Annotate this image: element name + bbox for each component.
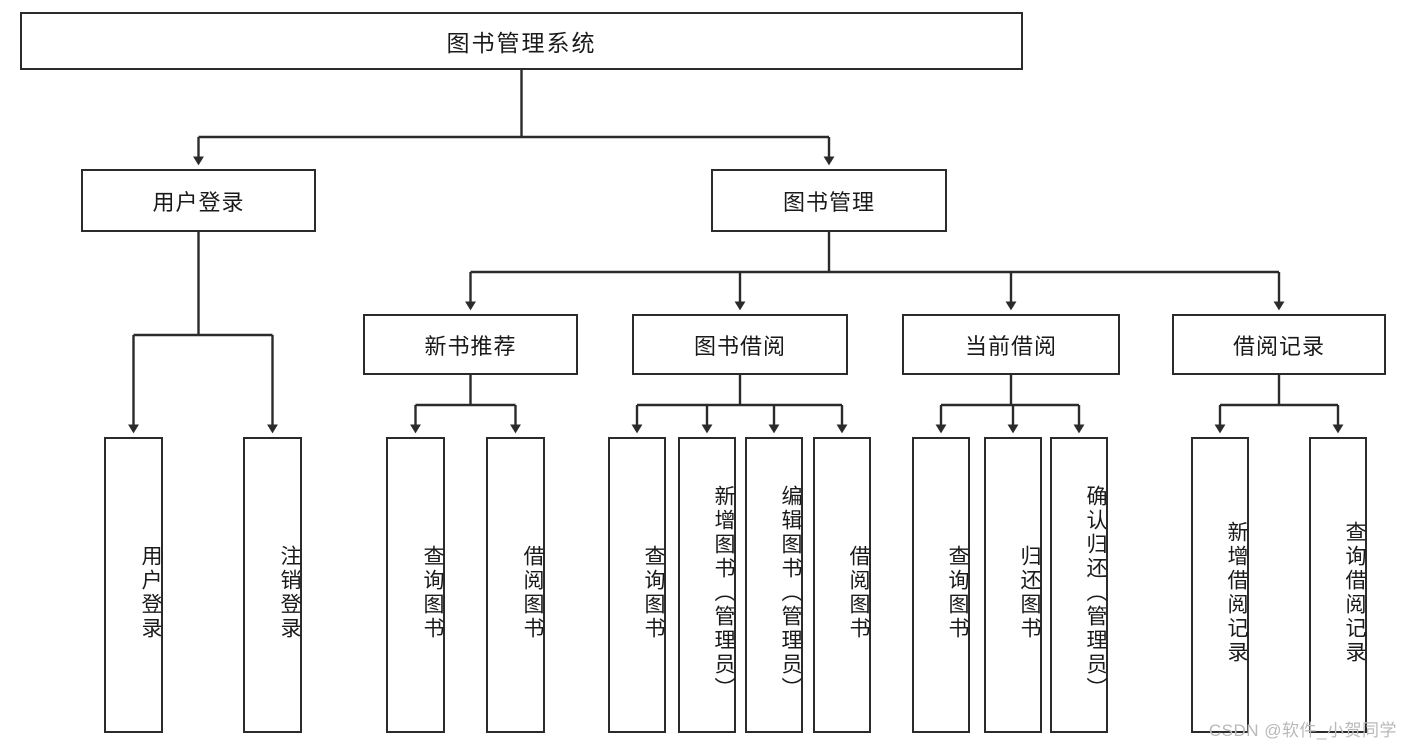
node-book-borrow[interactable]: 图书借阅 — [632, 314, 848, 375]
node-leaf-confirm-return-label: 确认归还（管理员） — [1084, 485, 1107, 701]
node-leaf-query-record[interactable]: 查询借阅记录 — [1309, 437, 1367, 733]
node-user-login-label: 用户登录 — [152, 189, 245, 215]
node-leaf-query-record-label: 查询借阅记录 — [1343, 521, 1366, 665]
node-root[interactable]: 图书管理系统 — [20, 12, 1023, 70]
node-leaf-borrow-book-1[interactable]: 借阅图书 — [486, 437, 545, 733]
node-leaf-query-book-2[interactable]: 查询图书 — [608, 437, 666, 733]
node-leaf-return-book-label: 归还图书 — [1018, 545, 1041, 641]
node-leaf-user-logout-label: 注销登录 — [278, 545, 301, 641]
node-book-borrow-label: 图书借阅 — [693, 333, 786, 359]
node-leaf-edit-book[interactable]: 编辑图书（管理员） — [745, 437, 803, 733]
node-current-borrow-label: 当前借阅 — [964, 333, 1057, 359]
node-leaf-user-login-label: 用户登录 — [139, 545, 162, 641]
node-leaf-return-book[interactable]: 归还图书 — [984, 437, 1042, 733]
node-leaf-user-logout[interactable]: 注销登录 — [243, 437, 302, 733]
node-leaf-query-book-3[interactable]: 查询图书 — [912, 437, 970, 733]
node-leaf-borrow-book-1-label: 借阅图书 — [521, 545, 544, 641]
node-current-borrow[interactable]: 当前借阅 — [902, 314, 1120, 375]
node-user-login[interactable]: 用户登录 — [81, 169, 316, 232]
node-leaf-confirm-return[interactable]: 确认归还（管理员） — [1050, 437, 1108, 733]
node-borrow-record-label: 借阅记录 — [1232, 333, 1325, 359]
node-root-label: 图书管理系统 — [446, 30, 597, 56]
node-leaf-add-book[interactable]: 新增图书（管理员） — [678, 437, 736, 733]
node-leaf-edit-book-label: 编辑图书（管理员） — [779, 485, 802, 701]
node-leaf-query-book-3-label: 查询图书 — [946, 545, 969, 641]
node-leaf-user-login[interactable]: 用户登录 — [104, 437, 163, 733]
node-leaf-query-book-1-label: 查询图书 — [421, 545, 444, 641]
node-book-manage-label: 图书管理 — [782, 189, 875, 215]
node-book-manage[interactable]: 图书管理 — [711, 169, 947, 232]
node-leaf-add-book-label: 新增图书（管理员） — [712, 485, 735, 701]
node-new-book-rec[interactable]: 新书推荐 — [363, 314, 578, 375]
node-leaf-query-book-2-label: 查询图书 — [642, 545, 665, 641]
node-leaf-borrow-book-2-label: 借阅图书 — [847, 545, 870, 641]
node-leaf-add-record[interactable]: 新增借阅记录 — [1191, 437, 1249, 733]
node-borrow-record[interactable]: 借阅记录 — [1172, 314, 1386, 375]
node-new-book-rec-label: 新书推荐 — [424, 333, 517, 359]
node-leaf-borrow-book-2[interactable]: 借阅图书 — [813, 437, 871, 733]
node-leaf-query-book-1[interactable]: 查询图书 — [386, 437, 445, 733]
node-leaf-add-record-label: 新增借阅记录 — [1225, 521, 1248, 665]
